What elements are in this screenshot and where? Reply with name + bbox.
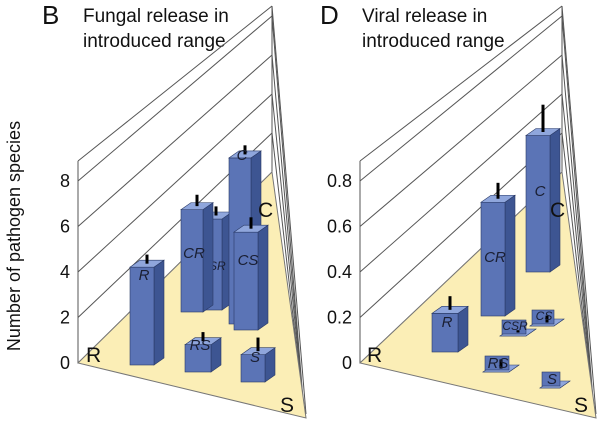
panel-b-corner-s: S: [280, 394, 294, 417]
panel-b-bars: CSRCRCCSRRSS: [129, 145, 276, 383]
bar-cr: CR: [180, 194, 214, 313]
bar-csr: CSR: [499, 319, 537, 337]
panel-b-corner-labels: R C S: [86, 199, 294, 417]
bar-label-cr: CR: [484, 249, 506, 266]
bar-side-face: [153, 259, 165, 366]
gridline: [77, 93, 273, 273]
panel-d-y-ticks: 0 0.2 0.4 0.6 0.8: [327, 171, 352, 373]
panel-b-y-tick-4: 4: [60, 262, 70, 282]
panel-d-y-tick-0-8: 0.8: [327, 171, 352, 191]
top-edge: [77, 5, 273, 162]
bar-label-csr: CSR: [502, 319, 528, 333]
bar-cr: CR: [480, 182, 516, 317]
gridline-side: [561, 54, 595, 413]
bar-cs: CS: [529, 309, 565, 327]
bar-side-face: [457, 305, 469, 353]
bar-r: R: [129, 254, 165, 366]
panel-letter-d: D: [320, 0, 339, 30]
bar-r: R: [431, 296, 469, 353]
bar-cs: CS: [233, 217, 269, 331]
panel-d-title-line-1: Viral release in: [362, 6, 487, 27]
panel-b-y-tick-6: 6: [60, 217, 70, 237]
bar-label-rs: RS: [190, 337, 211, 354]
bar-front-face: [233, 231, 259, 331]
bar-label-s: S: [547, 371, 557, 388]
panel-b-corner-r: R: [86, 344, 101, 367]
gridline-side: [561, 93, 595, 413]
bar-tile: [484, 355, 510, 371]
panel-b: B Fungal release in introduced range 0 2 4…: [42, 0, 307, 419]
panel-d-corner-labels: R C S: [367, 199, 588, 417]
bar-front-face: [240, 354, 266, 383]
side-edge: [561, 5, 597, 415]
gridline: [359, 93, 563, 273]
bar-side-face: [504, 194, 516, 317]
panel-d-y-tick-0-6: 0.6: [327, 217, 352, 237]
bar-tile: [501, 319, 527, 335]
panel-b-y-tick-8: 8: [60, 171, 70, 191]
bar-front-face: [129, 266, 155, 366]
bar-tile: [541, 371, 561, 387]
bar-s: S: [539, 371, 571, 389]
panel-d-y-tick-0-4: 0.4: [327, 262, 352, 282]
bar-label-cs: CS: [536, 309, 553, 323]
gridline: [77, 54, 273, 227]
bar-c: C: [525, 104, 561, 273]
bar-front-face: [431, 313, 459, 353]
y-axis-label: Number of pathogen species: [4, 121, 24, 351]
bar-label-r: R: [442, 314, 453, 331]
panel-letter-b: B: [42, 0, 59, 30]
bar-label-c: C: [237, 147, 248, 164]
panel-d-corner-s: S: [574, 394, 588, 417]
panel-b-y-tick-2: 2: [60, 308, 70, 328]
bar-front-face: [525, 135, 551, 273]
bar-label-cs: CS: [238, 252, 259, 269]
panel-b-corner-c: C: [258, 199, 273, 222]
panel-b-y-ticks: 0 2 4 6 8: [60, 171, 70, 373]
bar-rs: RS: [482, 355, 520, 373]
panel-d-y-tick-0-2: 0.2: [327, 308, 352, 328]
panel-d-bars: C CR CS CSR R RS S: [431, 104, 571, 389]
panel-b-grid: [77, 5, 307, 415]
bar-label-r: R: [139, 267, 150, 284]
gridline-side: [271, 15, 305, 413]
bar-side-face: [257, 224, 269, 331]
gridline: [77, 15, 273, 182]
gridline-side: [271, 54, 305, 413]
bar-s: S: [240, 337, 276, 383]
side-edge: [271, 5, 307, 415]
panel-b-title-line-2: introduced range: [83, 31, 226, 52]
bar-label-cr: CR: [183, 245, 205, 262]
panel-d-y-tick-0: 0: [342, 353, 352, 373]
gridline: [359, 54, 563, 227]
panel-d-corner-c: C: [550, 199, 565, 222]
top-edge: [359, 5, 563, 162]
bar-label-c: C: [535, 183, 546, 200]
bar-label-s: S: [250, 349, 260, 366]
bar-rs: RS: [184, 332, 222, 373]
gridline-side: [561, 15, 595, 413]
gridline: [359, 15, 563, 182]
panel-d-title-line-2: introduced range: [362, 31, 505, 52]
bar-label-rs: RS: [488, 355, 509, 372]
gridline-side: [271, 93, 305, 413]
panel-d: D Viral release in introduced range 0 0.2…: [320, 0, 597, 419]
panel-b-y-tick-0: 0: [60, 353, 70, 373]
panel-d-corner-r: R: [367, 344, 382, 367]
panel-b-title-line-1: Fungal release in: [83, 6, 229, 27]
